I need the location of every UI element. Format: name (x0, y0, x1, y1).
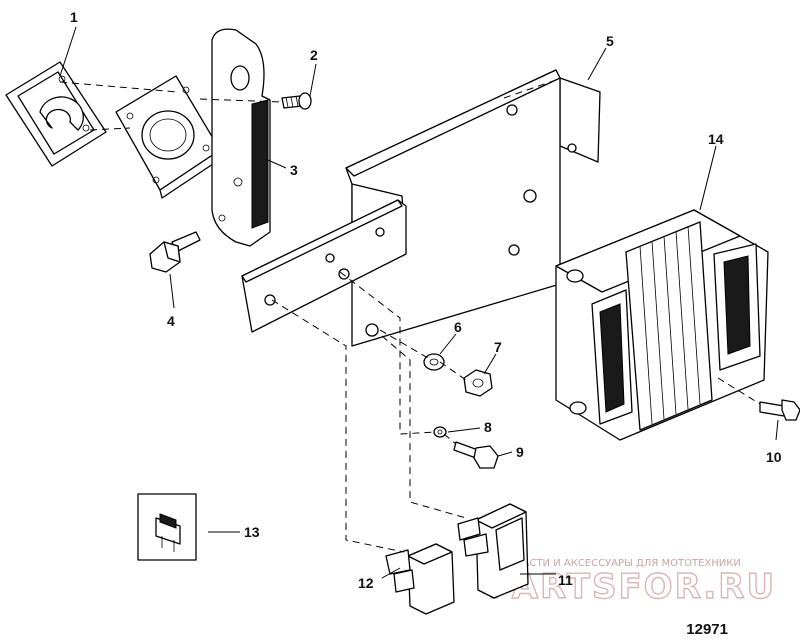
callout-3: 3 (290, 162, 298, 178)
callout-4: 4 (167, 313, 175, 329)
part-10-bolt (759, 399, 800, 421)
part-9-bolt (453, 441, 499, 469)
callout-7: 7 (494, 339, 502, 355)
part-5-main-bracket (241, 69, 601, 347)
leader-lines (59, 26, 779, 579)
watermark-tagline: ЗАПЧАСТИ И АКСЕССУАРЫ ДЛЯ МОТОТЕХНИКИ (495, 558, 741, 569)
callout-2: 2 (310, 47, 318, 63)
callout-8: 8 (484, 419, 492, 435)
watermark: ЗАПЧАСТИ И АКСЕССУАРЫ ДЛЯ МОТОТЕХНИКИ PA… (487, 558, 776, 608)
assembly-lines (59, 79, 761, 553)
part-1-gasket (5, 61, 107, 167)
part-2-screw (281, 92, 312, 110)
callout-labels: 1 2 3 4 5 6 7 8 9 10 11 12 13 14 (70, 9, 782, 591)
part-13-fuse (137, 493, 197, 561)
callout-14: 14 (708, 131, 724, 147)
part-4-hex-bolt (149, 231, 201, 273)
figure-number: 12971 (686, 621, 728, 638)
part-14-ecm-module (555, 209, 769, 441)
callout-5: 5 (606, 33, 614, 49)
callout-10: 10 (766, 449, 782, 465)
part-3-vertical-bracket (211, 28, 271, 247)
callout-13: 13 (244, 524, 260, 540)
flange-plate (115, 75, 223, 199)
part-11-fuse-holder (457, 503, 529, 599)
callout-11: 11 (558, 572, 573, 588)
part-8-small-washer (433, 426, 447, 438)
callout-9: 9 (516, 444, 524, 460)
part-7-nut (463, 369, 493, 397)
callout-6: 6 (454, 319, 462, 335)
part-12-fuse-holder (385, 543, 455, 615)
callout-12: 12 (358, 575, 374, 591)
part-6-washer (423, 353, 445, 371)
watermark-brand: PARTSFOR.RU (488, 567, 776, 607)
callout-1: 1 (70, 9, 78, 25)
